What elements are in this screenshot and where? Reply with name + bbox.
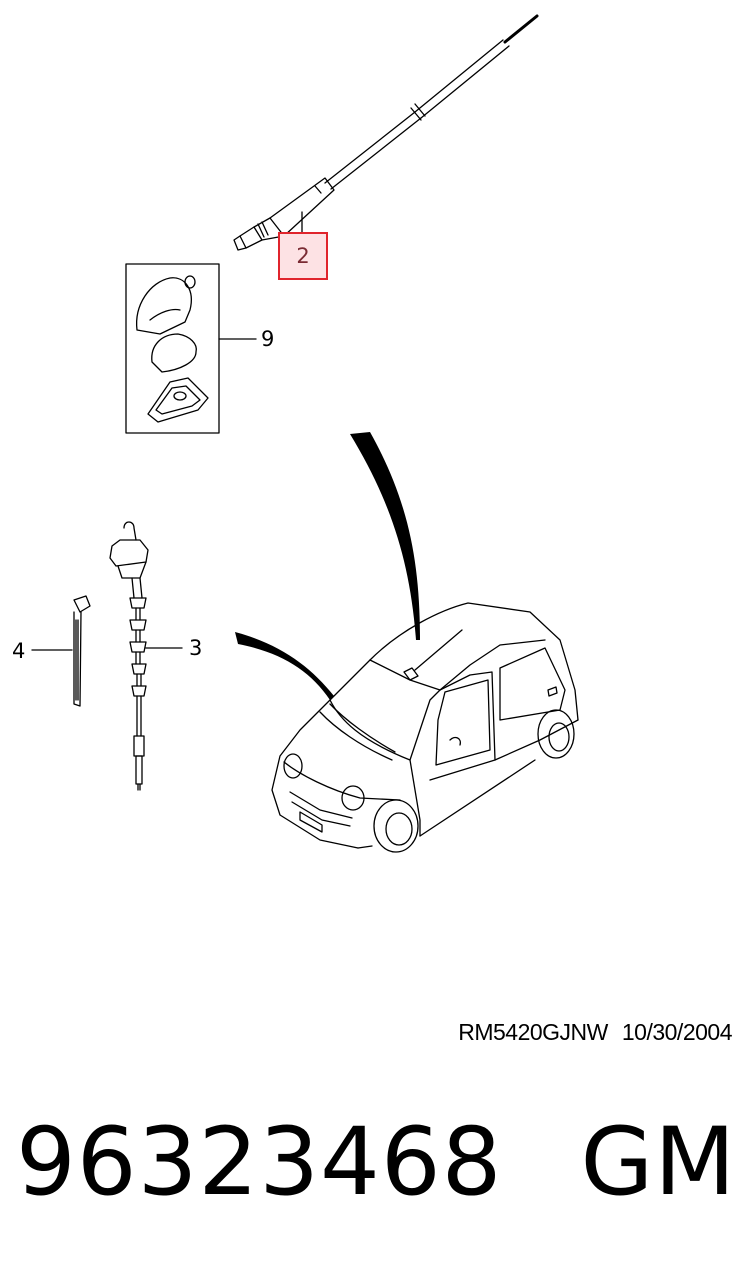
pointer-arrow-windshield bbox=[235, 632, 334, 700]
cable-tie bbox=[73, 595, 91, 707]
callout-feeder-cable[interactable]: 3 bbox=[189, 636, 203, 660]
part-number-line: 96323468 GM bbox=[16, 1108, 736, 1218]
antenna-mast bbox=[233, 14, 539, 251]
part-number: 96323468 bbox=[16, 1108, 503, 1217]
exploded-parts-diagram bbox=[31, 14, 579, 853]
callout-cable-tie[interactable]: 4 bbox=[12, 639, 26, 663]
base-kit-frame bbox=[125, 263, 220, 434]
base-kit-parts bbox=[136, 275, 209, 423]
callout-antenna-mast[interactable]: 2 bbox=[278, 232, 328, 280]
callout-base-kit[interactable]: 9 bbox=[261, 327, 275, 351]
feeder-cable bbox=[109, 521, 149, 791]
drawing-reference: RM5420GJNW 10/30/2004 bbox=[458, 1019, 732, 1046]
drawing-date: 10/30/2004 bbox=[621, 1019, 733, 1045]
car-outline bbox=[271, 602, 579, 853]
brand-name: GM bbox=[580, 1108, 737, 1217]
pointer-arrow-roof bbox=[350, 432, 420, 640]
drawing-code: RM5420GJNW bbox=[458, 1019, 608, 1045]
